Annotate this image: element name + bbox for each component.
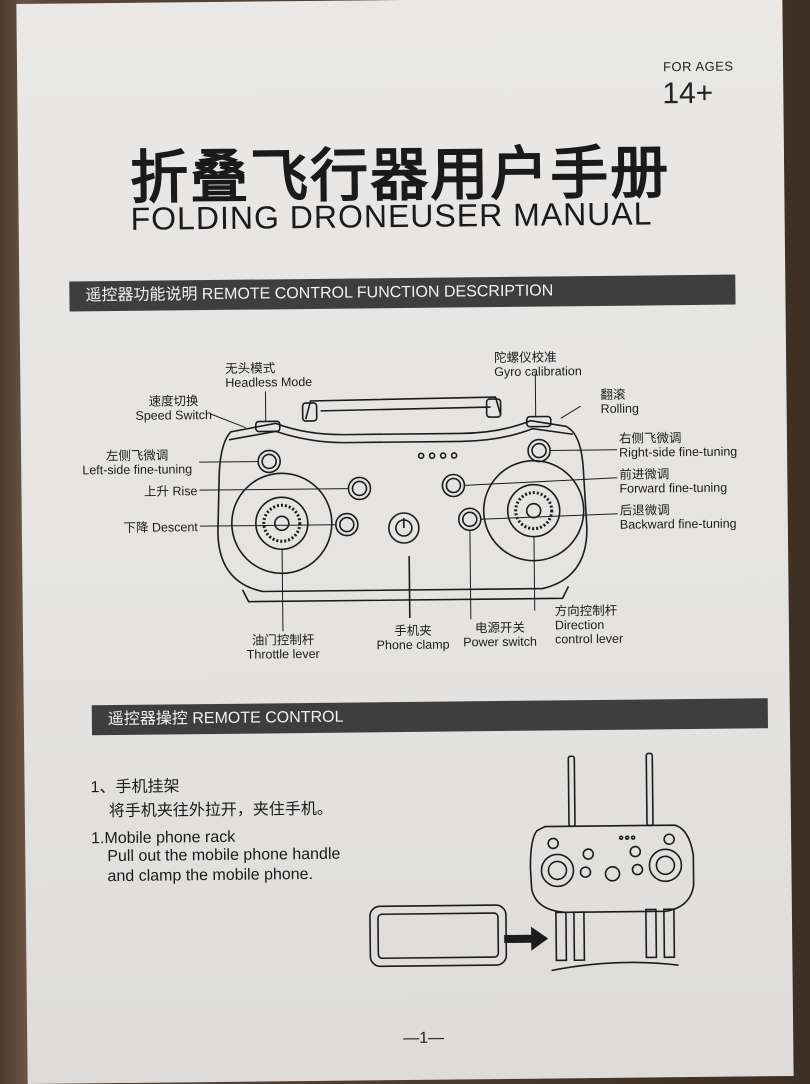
section-banner-remote-control: 遥控器操控 REMOTE CONTROL: [92, 698, 768, 735]
label-speed-switch: 速度切换 Speed Switch: [123, 394, 223, 423]
label-throttle-lever: 油门控制杆 Throttle lever: [233, 633, 333, 662]
page-number: —1—: [403, 1030, 444, 1048]
age-label: FOR AGES: [663, 59, 734, 75]
label-headless-mode: 无头模式 Headless Mode: [225, 361, 312, 390]
title-english: FOLDING DRONEUSER MANUAL: [130, 195, 652, 237]
label-rise: 上升 Rise: [97, 484, 197, 499]
manual-page: FOR AGES 14+ 折叠飞行器用户手册 FOLDING DRONEUSER…: [16, 0, 793, 1084]
label-right-fine-tuning: 右侧飞微调 Right-side fine-tuning: [619, 431, 737, 460]
label-left-fine-tuning: 左侧飞微调 Left-side fine-tuning: [77, 448, 197, 477]
label-backward-fine-tuning: 后退微调 Backward fine-tuning: [620, 503, 737, 532]
label-descent: 下降 Descent: [98, 520, 198, 535]
label-direction-lever: 方向控制杆 Direction control lever: [555, 604, 624, 647]
label-power-switch: 电源开关 Power switch: [455, 621, 545, 650]
section-banner-function: 遥控器功能说明 REMOTE CONTROL FUNCTION DESCRIPT…: [69, 275, 735, 312]
label-rolling: 翻滚 Rolling: [600, 388, 639, 416]
label-forward-fine-tuning: 前进微调 Forward fine-tuning: [619, 467, 727, 496]
age-value: 14+: [662, 77, 713, 112]
label-gyro-calibration: 陀螺仪校准 Gyro calibration: [494, 350, 582, 379]
label-phone-clamp: 手机夹 Phone clamp: [368, 623, 458, 652]
phone-rack-illustration: [24, 746, 792, 994]
